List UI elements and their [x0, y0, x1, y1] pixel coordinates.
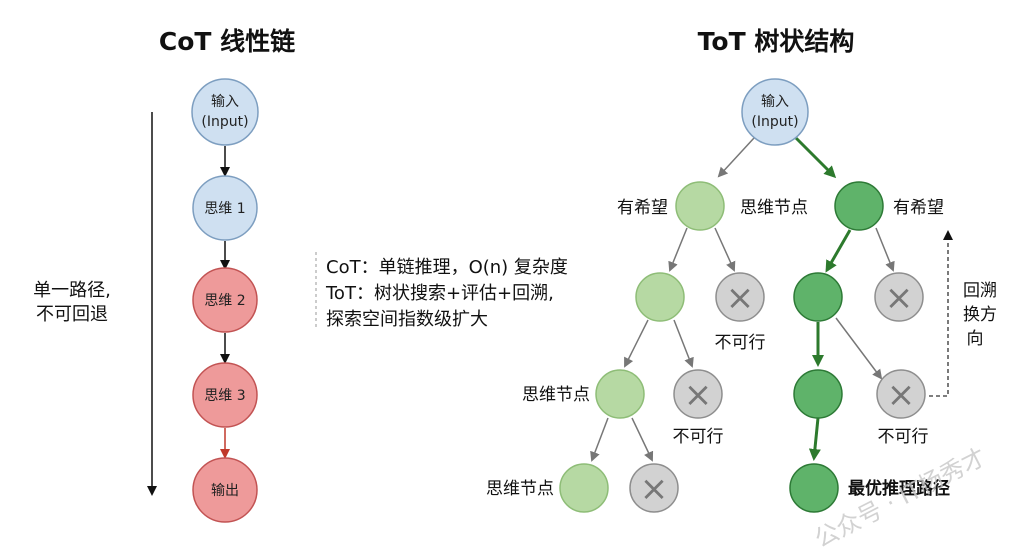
label-promising-right: 有希望 [893, 198, 944, 218]
svg-text:思维 1: 思维 1 [204, 201, 245, 217]
tot-edge-b-x2 [673, 319, 694, 368]
tot-best-edge-1 [794, 136, 837, 179]
label-thought-node-top: 思维节点 [740, 198, 808, 218]
close-icon: × [640, 469, 669, 509]
cot-side-label-line2: 不可回退 [36, 304, 108, 325]
tot-best-edge-4 [808, 417, 821, 461]
tot-edge-root-left [717, 137, 755, 178]
svg-text:输出: 输出 [211, 483, 239, 499]
label-not-viable-1: 不可行 [715, 333, 766, 353]
tot-node-best [789, 463, 839, 513]
tot-dead-end-4: × [876, 369, 926, 419]
tot-dead-end-3: × [673, 369, 723, 419]
cot-node-output: 输出 [192, 457, 258, 523]
svg-text:(Input): (Input) [201, 114, 248, 130]
label-not-viable-2: 不可行 [673, 427, 724, 447]
label-backtrack-line1: 回溯 [963, 281, 997, 301]
tot-best-edge-2 [825, 229, 852, 273]
label-thought-node-mid: 思维节点 [522, 385, 590, 405]
tot-node-f [793, 272, 843, 322]
tot-node-root: 输入 (Input) [741, 78, 809, 146]
cot-title: CoT 线性链 [159, 27, 295, 56]
cot-node-thought-2: 思维 2 [192, 267, 258, 333]
tot-title: ToT 树状结构 [698, 27, 855, 56]
label-best-path: 最优推理路径 [848, 478, 950, 499]
tot-edge-c-x3 [631, 417, 654, 462]
tot-node-c [595, 369, 645, 419]
close-icon: × [684, 375, 713, 415]
tot-dead-end-2: × [874, 272, 924, 322]
tot-dead-end-1: × [715, 272, 765, 322]
close-icon: × [885, 278, 914, 318]
svg-text:思维 3: 思维 3 [204, 388, 245, 404]
tot-node-d [559, 463, 609, 513]
tot-edge-c-d [590, 417, 609, 462]
comparison-line-3: 探索空间指数级扩大 [326, 309, 488, 330]
label-backtrack-line3: 向 [967, 329, 984, 349]
label-thought-node-bottom: 思维节点 [486, 479, 554, 499]
svg-text:输入: 输入 [761, 94, 789, 110]
label-not-viable-3: 不可行 [878, 427, 929, 447]
svg-text:(Input): (Input) [751, 114, 798, 130]
cot-side-label-line1: 单一路径, [33, 280, 111, 301]
comparison-line-1: CoT：单链推理，O(n) 复杂度 [326, 257, 568, 278]
comparison-line-2: ToT：树状搜索+评估+回溯, [325, 283, 554, 304]
cot-node-input: 输入 (Input) [191, 78, 259, 146]
close-icon: × [726, 278, 755, 318]
tot-edge-b-c [624, 319, 649, 368]
watermark: 公众号 · IT杨秀才 [810, 443, 991, 554]
tot-edge-e-x4 [875, 227, 895, 272]
close-icon: × [887, 375, 916, 415]
tot-edge-a-x1 [714, 227, 736, 272]
svg-text:思维 2: 思维 2 [204, 293, 245, 309]
cot-node-thought-3: 思维 3 [192, 362, 258, 428]
tot-node-g [793, 369, 843, 419]
tot-edge-f-x5 [835, 317, 883, 380]
tot-backtrack-arrow [929, 230, 953, 397]
svg-text:输入: 输入 [211, 94, 239, 110]
tot-node-b [635, 272, 685, 322]
tot-node-a [675, 181, 725, 231]
label-promising-left: 有希望 [617, 198, 668, 218]
cot-node-thought-1: 思维 1 [192, 175, 258, 241]
label-backtrack-line2: 换方 [963, 305, 997, 325]
tot-edge-a-b [668, 227, 688, 272]
tot-node-e [834, 181, 884, 231]
tot-dead-end-5: × [629, 463, 679, 513]
